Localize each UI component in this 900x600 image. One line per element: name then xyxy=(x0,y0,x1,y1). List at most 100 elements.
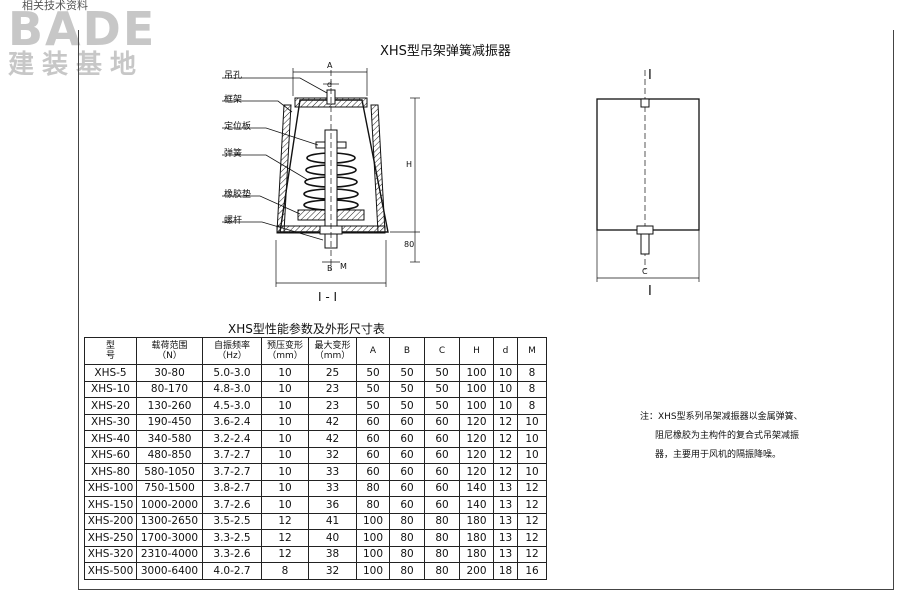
table-cell: 18 xyxy=(493,562,518,580)
table-cell: 60 xyxy=(389,430,425,448)
table-cell: 100 xyxy=(356,512,390,530)
header-text: （Hz） xyxy=(217,351,247,361)
table-cell: 12 xyxy=(493,430,518,448)
table-cell: 3.7-2.6 xyxy=(202,496,262,514)
table-cell: 80 xyxy=(424,529,460,547)
header-text: 最大变形 xyxy=(314,341,351,351)
table-cell: 50 xyxy=(424,397,460,415)
table-cell: 5.0-3.0 xyxy=(202,364,262,382)
table-cell: 10 xyxy=(261,446,309,464)
table-cell: XHS-20 xyxy=(84,397,137,415)
table-cell: 12 xyxy=(261,512,309,530)
table-cell: 12 xyxy=(261,529,309,547)
table-cell: 8 xyxy=(517,397,547,415)
table-cell: 42 xyxy=(308,413,357,431)
table-cell: 12 xyxy=(517,545,547,563)
table-cell: 100 xyxy=(356,545,390,563)
dim-b-label: B xyxy=(327,264,333,273)
table-cell: 100 xyxy=(356,529,390,547)
table-cell: 13 xyxy=(493,496,518,514)
table-cell: 10 xyxy=(493,380,518,398)
logo-caption: 相关技术资料 xyxy=(22,0,88,12)
table-cell: 4.0-2.7 xyxy=(202,562,262,580)
callout-rubber-pad: 橡胶垫 xyxy=(224,190,252,200)
header-text: 自振频率 xyxy=(213,341,250,351)
table-cell: 750-1500 xyxy=(136,479,203,497)
table-cell: XHS-80 xyxy=(84,463,137,481)
table-cell: 13 xyxy=(493,512,518,530)
table-cell: 13 xyxy=(493,545,518,563)
table-cell: 3.8-2.7 xyxy=(202,479,262,497)
table-cell: 33 xyxy=(308,479,357,497)
table-cell: XHS-250 xyxy=(84,529,137,547)
header-text: B xyxy=(403,346,411,356)
table-cell: XHS-60 xyxy=(84,446,137,464)
side-section-marker-bottom: I xyxy=(648,284,652,299)
table-cell: 80 xyxy=(356,496,390,514)
table-cell: 32 xyxy=(308,562,357,580)
table-cell: 120 xyxy=(459,413,494,431)
dimension-lines xyxy=(275,68,420,287)
table-cell: 80 xyxy=(424,545,460,563)
table-cell: 80 xyxy=(356,479,390,497)
table-cell: 42 xyxy=(308,430,357,448)
table-cell: 50 xyxy=(356,380,390,398)
header-text: H xyxy=(473,346,480,356)
table-cell: 1700-3000 xyxy=(136,529,203,547)
table-title: XHS型性能参数及外形尺寸表 xyxy=(228,322,385,336)
table-cell: 4.5-3.0 xyxy=(202,397,262,415)
table-cell: 12 xyxy=(517,529,547,547)
table-cell: 60 xyxy=(424,430,460,448)
table-cell: 100 xyxy=(356,562,390,580)
table-cell: 60 xyxy=(424,463,460,481)
dim-80-label: 80 xyxy=(404,240,415,249)
table-cell: 80-170 xyxy=(136,380,203,398)
table-cell: 10 xyxy=(517,430,547,448)
table-cell: 180 xyxy=(459,529,494,547)
table-cell: 13 xyxy=(493,479,518,497)
table-cell: 10 xyxy=(261,430,309,448)
table-cell: 12 xyxy=(493,463,518,481)
table-header-cell: 型号 xyxy=(84,337,137,365)
table-cell: 60 xyxy=(389,413,425,431)
brand-logo-cn: 建装基地 xyxy=(8,50,145,80)
header-text: M xyxy=(528,346,536,356)
table-cell: 3.5-2.5 xyxy=(202,512,262,530)
callout-spring: 弹簧 xyxy=(224,149,243,159)
table-cell: 10 xyxy=(261,364,309,382)
table-header-cell: 载荷范围（N） xyxy=(136,337,203,365)
table-cell: 3.7-2.7 xyxy=(202,463,262,481)
table-cell: 10 xyxy=(493,364,518,382)
table-cell: 50 xyxy=(356,397,390,415)
table-cell: 10 xyxy=(261,479,309,497)
table-cell: 180 xyxy=(459,545,494,563)
table-cell: 80 xyxy=(389,545,425,563)
note-line-1: 注：XHS型系列吊架减振器以金属弹簧、 xyxy=(640,412,803,422)
table-cell: 50 xyxy=(389,364,425,382)
table-header-cell: H xyxy=(459,337,494,365)
table-cell: 10 xyxy=(517,413,547,431)
table-cell: 120 xyxy=(459,463,494,481)
section-label: I - I xyxy=(318,290,338,304)
table-cell: 40 xyxy=(308,529,357,547)
dim-a-label: A xyxy=(327,61,333,70)
table-cell: 200 xyxy=(459,562,494,580)
table-cell: 23 xyxy=(308,397,357,415)
table-cell: 190-450 xyxy=(136,413,203,431)
table-cell: XHS-5 xyxy=(84,364,137,382)
table-cell: 60 xyxy=(424,479,460,497)
table-header-cell: M xyxy=(517,337,547,365)
table-cell: 340-580 xyxy=(136,430,203,448)
table-cell: 10 xyxy=(261,397,309,415)
